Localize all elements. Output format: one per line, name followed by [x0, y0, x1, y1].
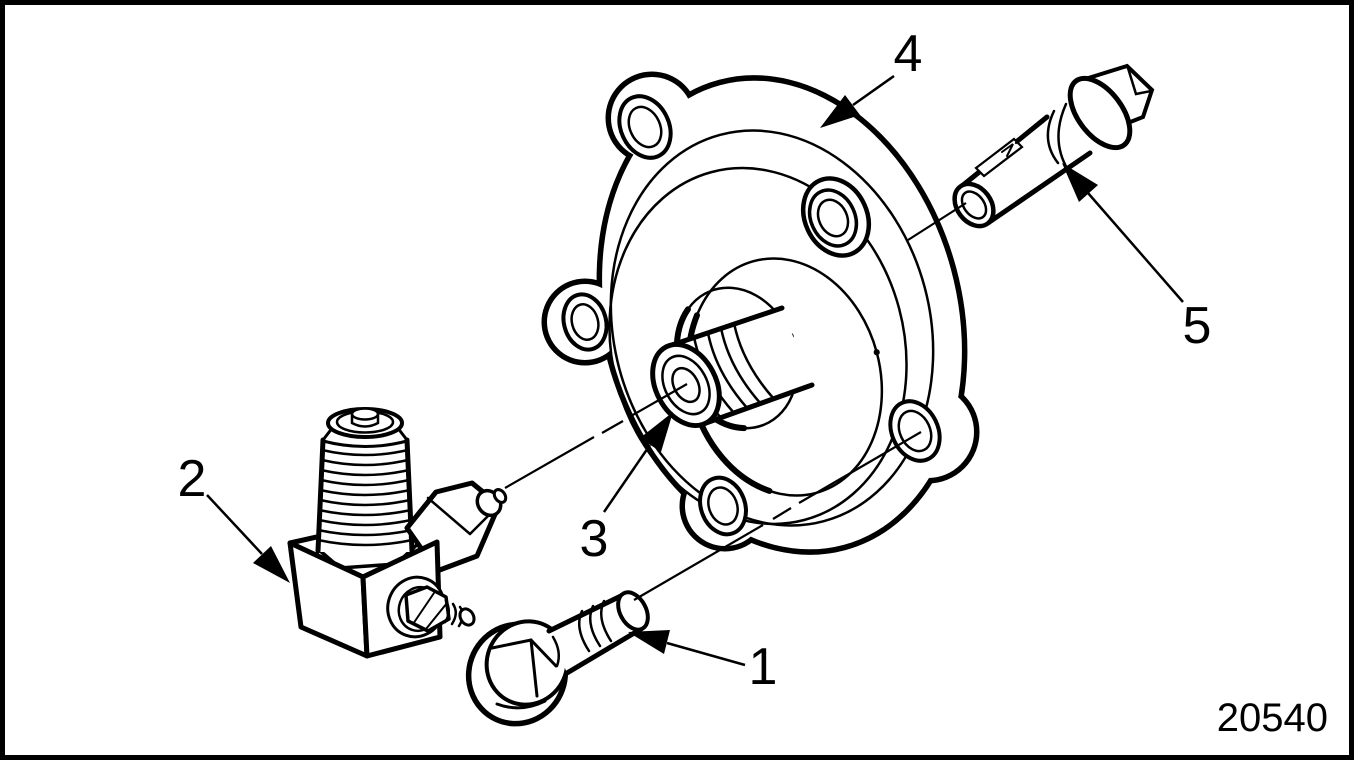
port-bottom-edge [703, 382, 815, 426]
upper-flange-bolt [952, 63, 1155, 229]
adapter-cover-flange [541, 71, 980, 555]
callout-1: 1 [628, 630, 777, 696]
bolt1-tip-face [616, 590, 650, 632]
callout-5-label: 5 [1183, 297, 1212, 355]
callout-3-label: 3 [580, 510, 609, 568]
alignment-lines [504, 202, 967, 601]
port-top-edge [663, 305, 785, 350]
figure-number: 20540 [1217, 696, 1328, 740]
callout-3: 3 [580, 412, 673, 568]
callout-5-arrowhead [1062, 163, 1098, 202]
callout-1-label: 1 [749, 638, 778, 696]
bolt1-alignment-line [633, 431, 922, 601]
bolt5-slot-edge [1014, 120, 1045, 145]
bolt1-shank-top-edge [546, 590, 630, 634]
valve-fitting-assembly [287, 407, 508, 659]
valve-front-port-fitting [386, 575, 476, 639]
callout-1-arrowhead [628, 630, 670, 654]
callout-3-arrowhead [640, 412, 673, 452]
bolt5-washer-arc-2 [1057, 102, 1070, 172]
bolt5-hex-facet [1126, 66, 1153, 96]
flange-face-ring-outer [609, 129, 935, 527]
bolt5-tip-bore [960, 190, 988, 220]
bolt5-alignment-line [907, 202, 967, 241]
callout-4: 4 [820, 25, 922, 128]
flange-bolt-holes [561, 94, 942, 537]
bolt5-shank-bottom-edge [985, 150, 1093, 226]
outlet-nipple [492, 488, 508, 504]
callouts: 1 2 3 4 5 [178, 25, 1212, 696]
callout-4-arrowhead [820, 95, 860, 128]
bolt1-head-top [484, 619, 570, 707]
valve-to-port-centerline [504, 383, 688, 489]
callout-4-label: 4 [894, 25, 923, 83]
bolt5-washer-arc-1 [1046, 109, 1060, 165]
bolt5-slot-notch [1001, 143, 1014, 157]
bolt1-shank-bottom-edge [564, 626, 644, 676]
bolt5-flange-washer [1067, 75, 1133, 151]
front-port-nut-facets [412, 592, 448, 630]
bolt1-hex-facets [490, 638, 558, 710]
bolt1-neck-arc [551, 635, 561, 668]
callout-5: 5 [1062, 163, 1211, 355]
cylinder-threads [316, 448, 414, 547]
front-port-tip [458, 607, 476, 627]
flange-face-ring-inner [608, 166, 908, 526]
callout-2-arrowhead [253, 546, 290, 583]
callout-2-label: 2 [178, 450, 207, 508]
valve-threaded-cylinder [315, 407, 415, 554]
callout-2: 2 [178, 450, 290, 583]
bolt1-threads [577, 599, 613, 653]
cylinder-cap-stub [350, 407, 380, 421]
lower-flange-bolt [465, 590, 650, 727]
